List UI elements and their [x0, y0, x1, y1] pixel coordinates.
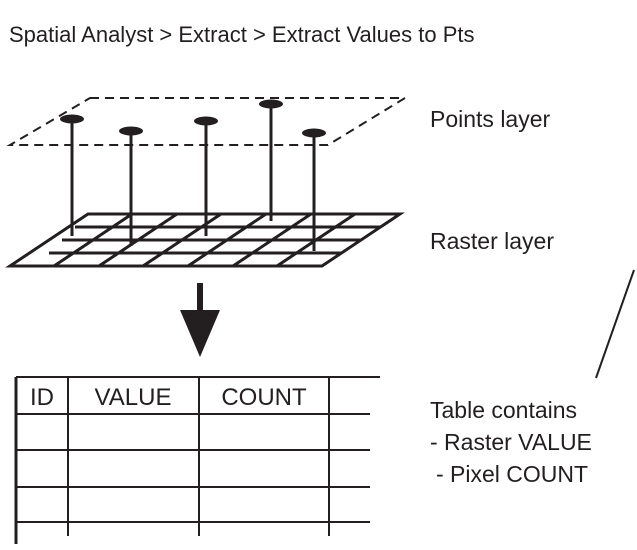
diagram-title: Spatial Analyst > Extract > Extract Valu…: [9, 22, 474, 47]
table-header-count: COUNT: [221, 384, 307, 411]
table-note-line-1: Table contains: [430, 397, 577, 423]
note-connector-line: [595, 269, 635, 379]
point-marker: [259, 99, 283, 109]
down-arrow-icon: [180, 283, 220, 357]
point-marker: [302, 128, 326, 138]
table-header-id: ID: [30, 384, 54, 411]
point-marker: [60, 114, 84, 124]
raster-outline: [5, 212, 405, 268]
raster-grid-col-line: [187, 212, 267, 268]
points-layer-label: Points layer: [430, 106, 551, 132]
point-pins: [60, 99, 326, 251]
attribute-table: ID VALUE COUNT: [14, 376, 380, 544]
table-note: Table contains - Raster VALUE - Pixel CO…: [430, 397, 592, 487]
raster-grid-col-line: [142, 212, 222, 268]
raster-layer-label: Raster layer: [430, 228, 554, 254]
table-note-line-2: - Raster VALUE: [430, 429, 592, 455]
raster-grid: [5, 212, 405, 268]
point-marker: [119, 126, 143, 136]
raster-grid-col-line: [276, 212, 356, 268]
points-layer-plane: [6, 97, 409, 146]
raster-grid-col-line: [53, 212, 133, 268]
table-header-value: VALUE: [95, 384, 172, 411]
table-note-line-3: - Pixel COUNT: [436, 461, 588, 487]
raster-grid-col-line: [232, 212, 312, 268]
raster-grid-col-line: [98, 212, 178, 268]
point-marker: [194, 116, 218, 126]
